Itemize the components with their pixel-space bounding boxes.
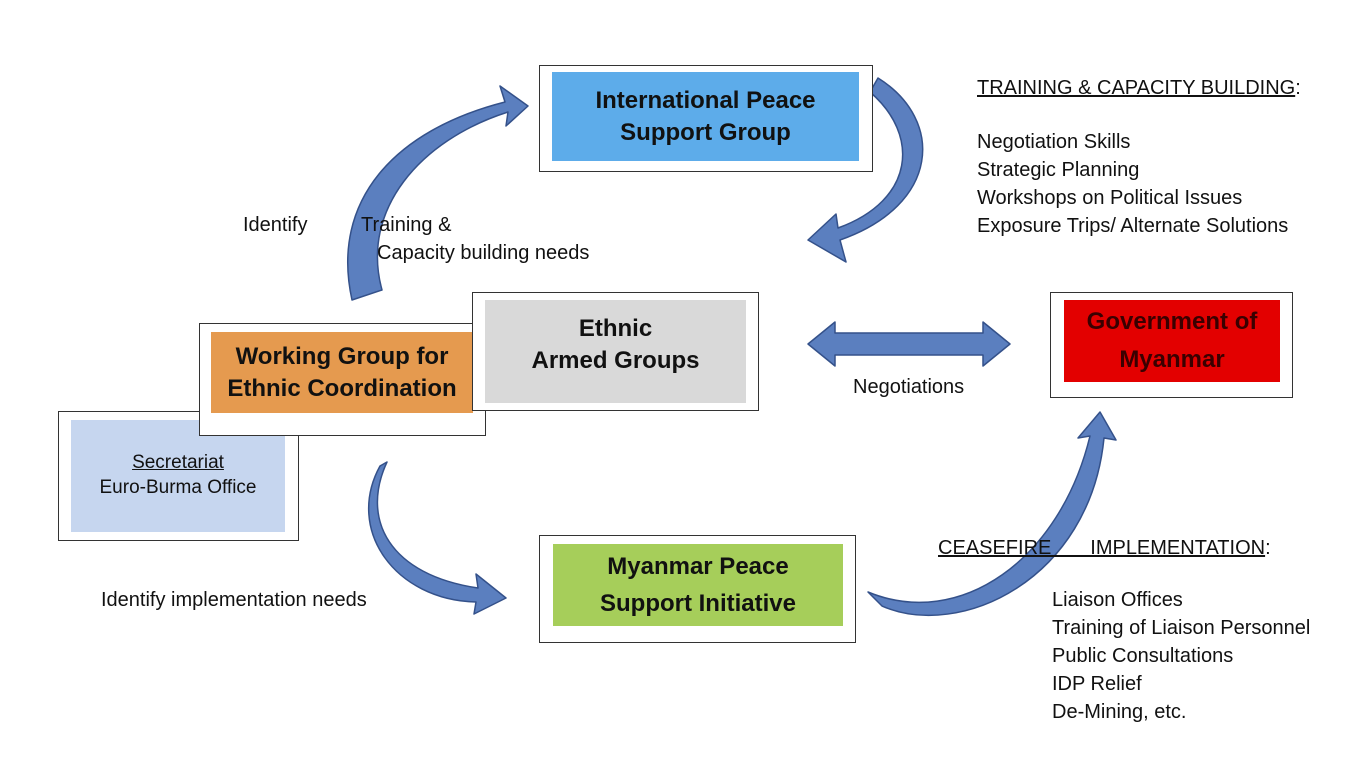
label-capacity: Capacity building needs — [377, 242, 590, 264]
ceasefire-list: Liaison Offices Training of Liaison Pers… — [1052, 586, 1310, 726]
ipsg-line1: International Peace — [595, 87, 816, 115]
ceasefire-heading: CEASEFIRE IMPLEMENTATION — [938, 537, 1266, 559]
label-identify: Identify — [243, 214, 308, 236]
secretariat-title: Secretariat — [132, 452, 224, 474]
label-training: Training & — [361, 214, 452, 236]
gom-line1: Government of — [1086, 307, 1258, 335]
secretariat-line2: Euro-Burma Office — [99, 477, 257, 498]
ceasefire-heading-row: CEASEFIRE IMPLEMENTATION: — [938, 534, 1271, 562]
ceasefire-item: Liaison Offices — [1052, 589, 1183, 611]
ceasefire-item: IDP Relief — [1052, 673, 1142, 695]
mpsi-line1: Myanmar Peace — [607, 552, 789, 580]
gom-line2: Myanmar — [1119, 346, 1225, 373]
arrow-ipsg-to-eag — [807, 77, 924, 263]
wgec-line1: Working Group for — [235, 343, 449, 371]
arrow-negotiations — [807, 321, 1011, 367]
training-heading-row: TRAINING & CAPACITY BUILDING: — [977, 74, 1301, 102]
mpsi-line2: Support Initiative — [599, 590, 796, 617]
training-heading: TRAINING & CAPACITY BUILDING — [977, 77, 1296, 99]
label-implementation-needs: Identify implementation needs — [101, 589, 367, 611]
ipsg-fill: International Peace Support Group — [552, 72, 859, 161]
ceasefire-item: De-Mining, etc. — [1052, 701, 1187, 723]
gom-fill: Government of Myanmar — [1064, 300, 1280, 382]
training-list: TRAINING & CAPACITY BUILDING: Negotiatio… — [977, 74, 1301, 240]
training-heading-colon: : — [1295, 77, 1301, 99]
eag-line2: Armed Groups — [531, 346, 700, 374]
eag-fill: Ethnic Armed Groups — [485, 300, 746, 403]
arrow-wgec-to-ipsg — [347, 85, 529, 301]
ceasefire-heading-colon: : — [1265, 537, 1271, 559]
ceasefire-item: Public Consultations — [1052, 645, 1234, 667]
training-item: Negotiation Skills — [977, 131, 1131, 153]
wgec-line2: Ethnic Coordination — [227, 374, 457, 402]
ipsg-line2: Support Group — [620, 118, 791, 146]
training-item: Workshops on Political Issues — [977, 187, 1243, 209]
secretariat-fill: Secretariat Euro-Burma Office — [71, 420, 285, 532]
ceasefire-item: Training of Liaison Personnel — [1052, 617, 1311, 639]
wgec-fill: Working Group for Ethnic Coordination — [211, 332, 473, 413]
training-item: Strategic Planning — [977, 159, 1140, 181]
eag-line1: Ethnic — [578, 315, 653, 343]
arrow-wgec-to-mpsi — [368, 461, 507, 615]
label-negotiations: Negotiations — [853, 376, 965, 398]
arrow-mpsi-to-gom — [867, 411, 1117, 616]
training-item: Exposure Trips/ Alternate Solutions — [977, 215, 1289, 237]
mpsi-fill: Myanmar Peace Support Initiative — [553, 544, 843, 626]
